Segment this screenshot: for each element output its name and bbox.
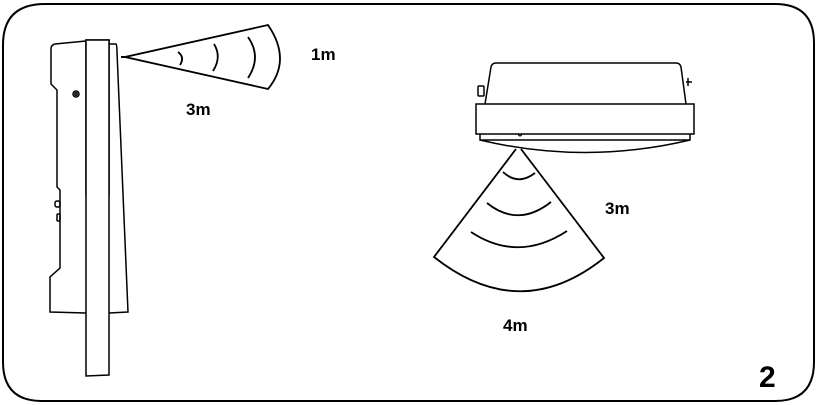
side-detection-cone: [121, 23, 281, 90]
ceiling-range-length-label: 3m: [605, 199, 630, 218]
side-range-width-label: 1m: [311, 45, 336, 64]
ceiling-detection-cone: [432, 148, 606, 293]
wall-detector-side-view: [49, 39, 129, 377]
frame-border: [2, 3, 815, 402]
figure-number: 2: [759, 361, 776, 394]
ceiling-range-width-label: 4m: [503, 316, 528, 335]
ceiling-detector: [475, 62, 695, 154]
side-range-length-label: 3m: [186, 100, 211, 119]
